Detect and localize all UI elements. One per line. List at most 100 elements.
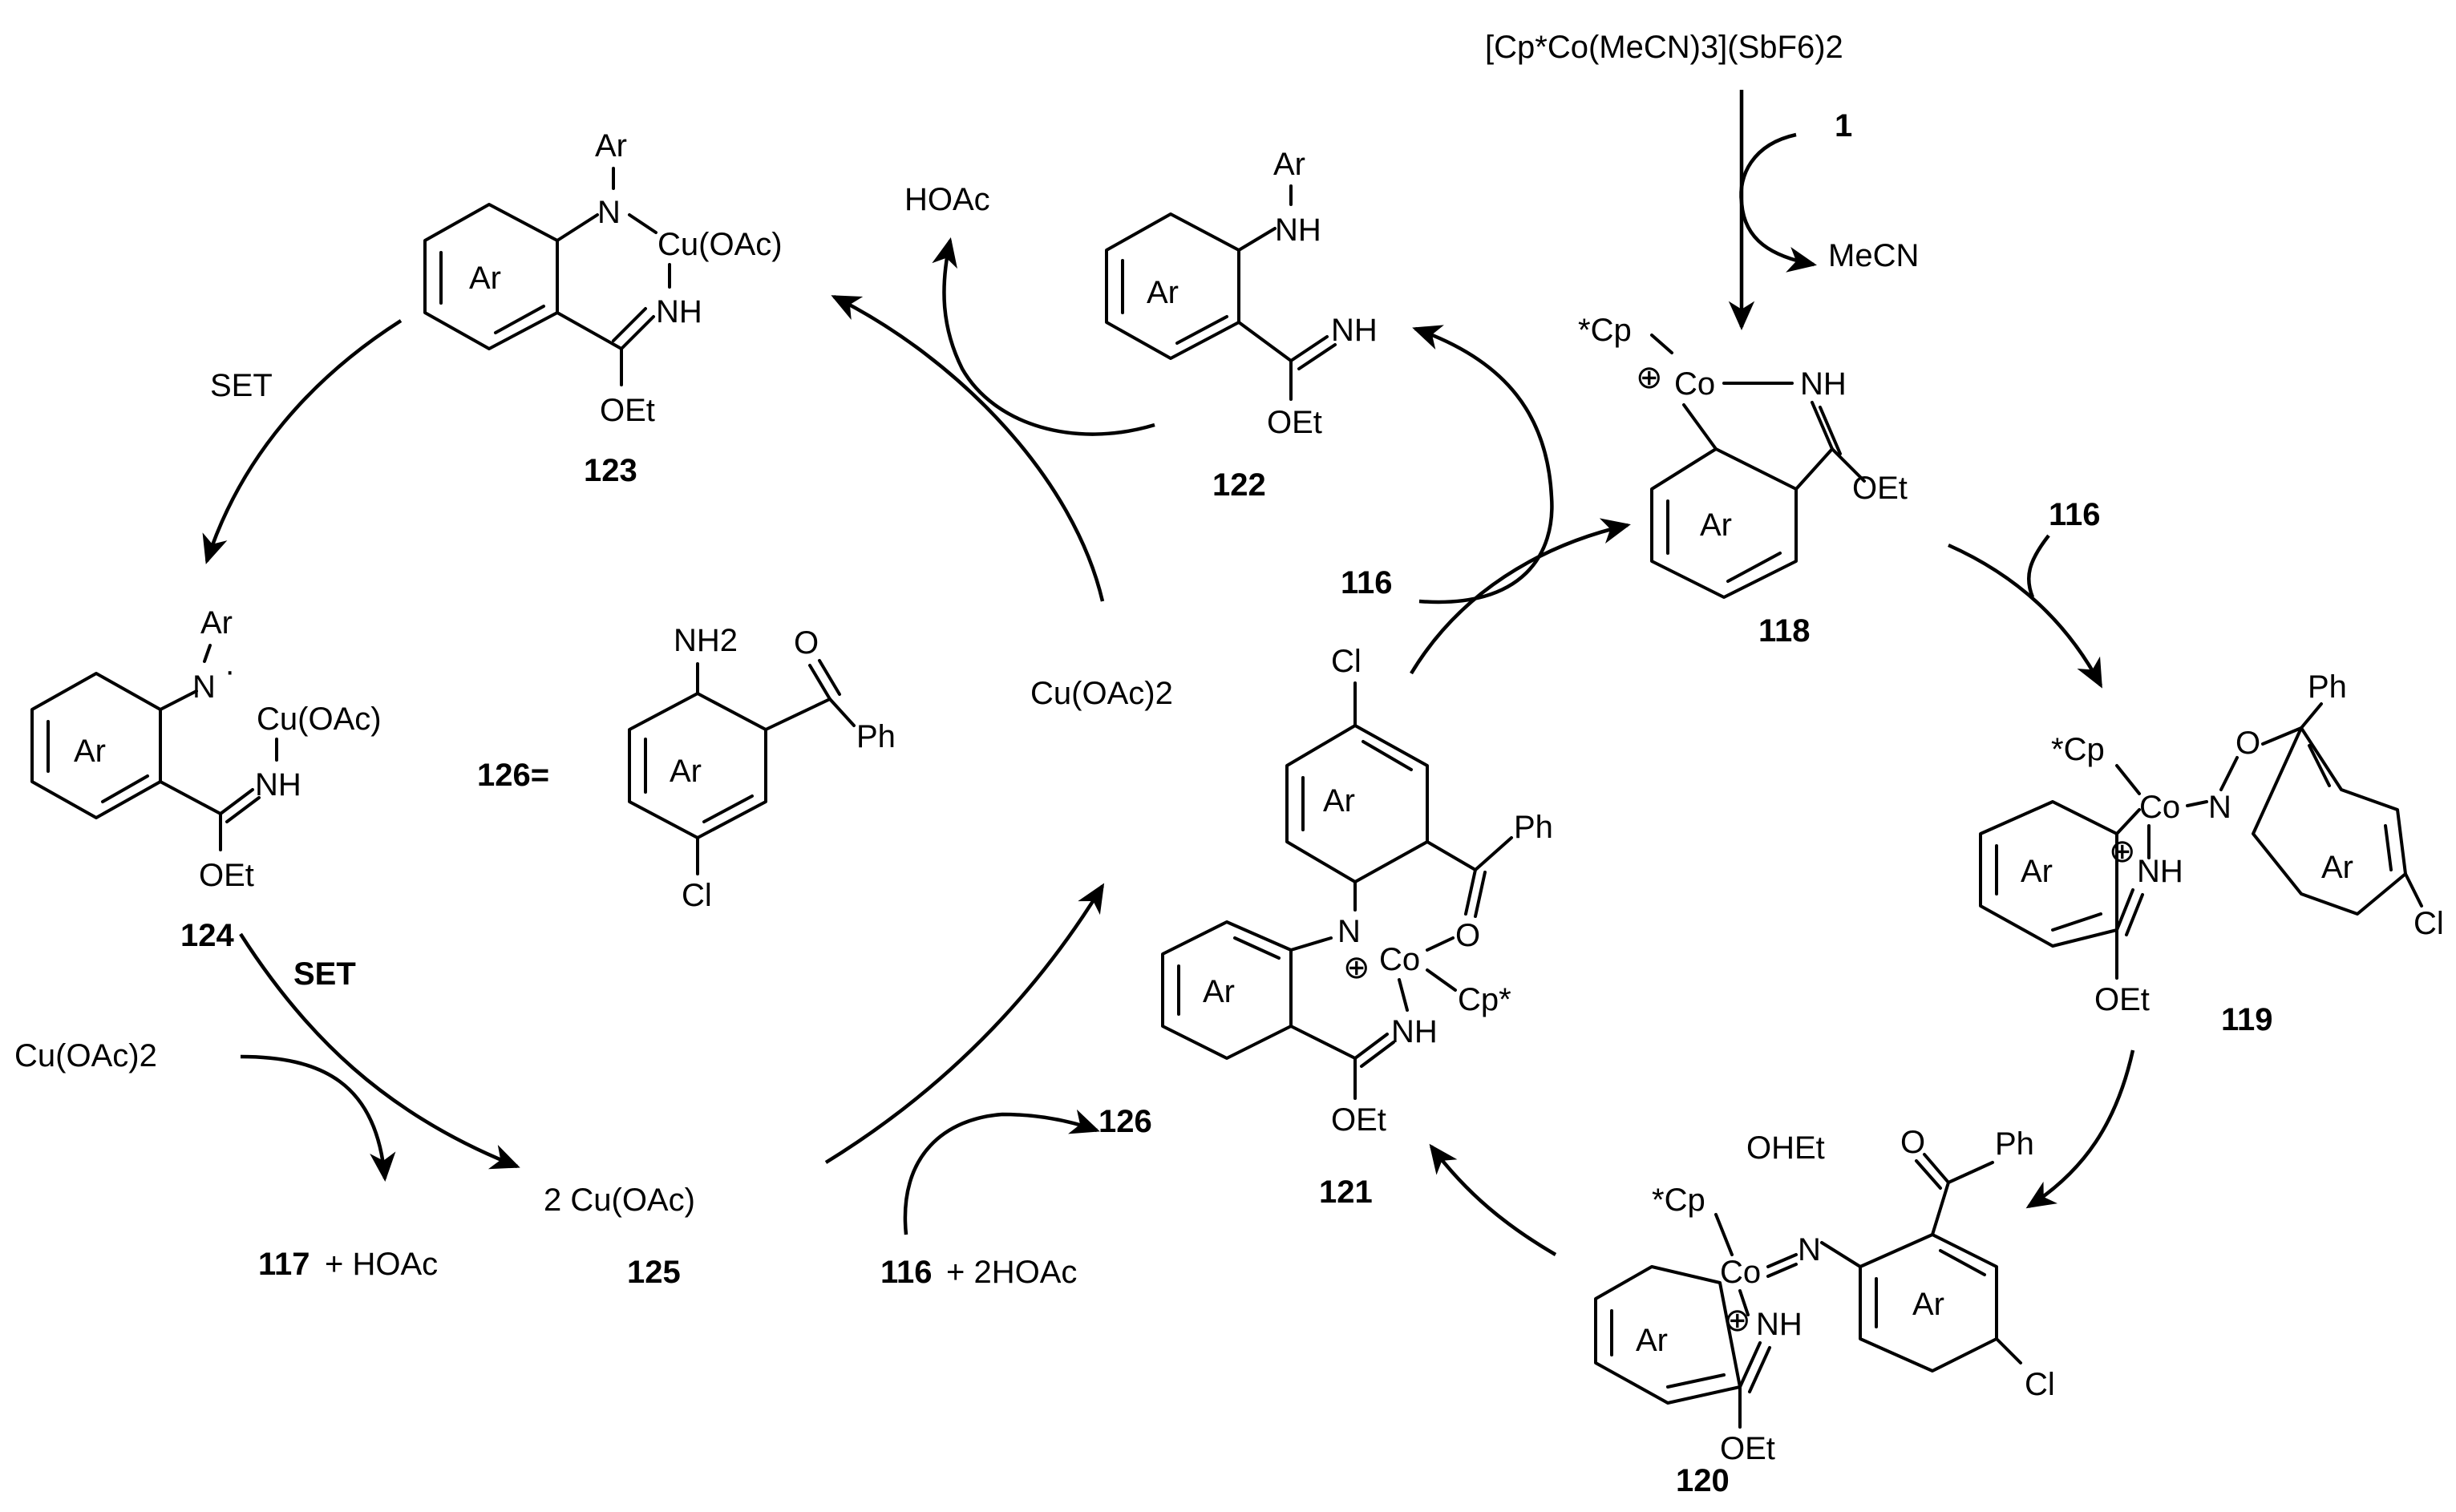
ring-label: Ar [1147, 275, 1179, 310]
amine-nh-label: NH [1275, 212, 1321, 248]
ring-label: Ar [1323, 783, 1355, 819]
nh-label: NH [1391, 1014, 1438, 1049]
arrow-cuoac2-to-123 [831, 294, 1105, 602]
aryl-label: Ar [595, 128, 627, 164]
compound-id-121: 121 [1319, 1174, 1373, 1210]
amido-n-label: N [597, 195, 621, 230]
product-126-label: 126 [1099, 1104, 1152, 1139]
cp-ligand-label: *Cp [1652, 1183, 1705, 1218]
amido-n-label: N [1337, 914, 1361, 949]
nh-label: NH [656, 294, 702, 329]
compound-id-120: 120 [1676, 1463, 1730, 1498]
nh-label: NH [1756, 1307, 1803, 1342]
carbonyl-o-label: O [794, 625, 819, 661]
copper-label: Cu(OAc) [257, 701, 382, 737]
compound-label-1: 1 [1835, 108, 1852, 144]
carbonyl-o-label: O [1900, 1125, 1925, 1160]
radical-dot-icon: · [225, 653, 235, 689]
ring-label: Ar [1636, 1323, 1668, 1358]
copper-label: Cu(OAc) [657, 227, 783, 262]
nh-label: NH [1800, 366, 1847, 402]
arrow-118-to-119 [1948, 543, 2102, 689]
hoac-release-arrow [932, 237, 1155, 436]
cation-charge-icon: ⊕ [1343, 950, 1370, 985]
ring-label: Ar [2021, 854, 2053, 889]
chloro-label: Cl [1331, 644, 1362, 679]
cobalt-label: Co [1674, 366, 1715, 402]
cu-oac2-center-label: Cu(OAc)2 [1030, 676, 1173, 711]
oet-label: OEt [1331, 1102, 1386, 1138]
isoxazole-n-label: N [2208, 790, 2231, 825]
oet-label: OEt [1852, 471, 1908, 506]
compound-id-124: 124 [180, 918, 234, 953]
phenyl-label: Ph [2308, 669, 2347, 705]
compound-124: Ar N · Cu(OAc) NH Ar OEt 124 [30, 605, 382, 953]
compound-id-123: 123 [584, 453, 637, 488]
compound-122: Ar NH Ar NH OEt 122 [1105, 147, 1378, 503]
reagent-116-top: 116 [1341, 565, 1393, 600]
arrow-121-to-118 [1410, 518, 1631, 675]
cation-charge-icon: ⊕ [1636, 360, 1663, 395]
mecn-label: MeCN [1828, 238, 1919, 273]
ethanol-label: OHEt [1746, 1130, 1825, 1166]
ring-label: Ar [74, 734, 106, 769]
cobalt-label: Co [1720, 1255, 1761, 1290]
amido-n-label: N [192, 669, 216, 705]
compound-123: Ar N Cu(OAc) NH OEt Ar 123 [423, 128, 783, 488]
product-117-label: 117 [258, 1247, 310, 1282]
compound-119: *Cp Co N O Ph Cl Ar ⊕ NH OEt Ar 119 [1979, 669, 2444, 1037]
aryl-label: Ar [200, 605, 233, 641]
product-126-release-arrow [903, 1109, 1100, 1235]
arrow-124-to-125 [239, 932, 520, 1170]
arrow-119-to-120 [2025, 1049, 2135, 1209]
compound-id-119: 119 [2221, 1002, 2273, 1037]
oet-label: OEt [1267, 405, 1322, 440]
product-122-release-arrow [1412, 325, 1554, 604]
ring-label: Ar [469, 261, 501, 296]
aryl-label: Ar [1273, 147, 1305, 182]
phenyl-label: Ph [1995, 1126, 2034, 1162]
compound-121: Cl Ar Ph O N Co ⊕ Cp* NH Ar OEt 121 [1161, 644, 1553, 1210]
carbonyl-o-label: O [1455, 918, 1480, 953]
cu-oac-label: 2 Cu(OAc) [544, 1183, 695, 1218]
amine-nh2-label: NH2 [674, 623, 738, 658]
compound-118: *Cp ⊕ Co NH OEt Ar 118 [1578, 313, 1908, 649]
cp-ligand-label: Cp* [1458, 982, 1511, 1017]
ring-label: Ar [2321, 850, 2353, 885]
compound-id-125: 125 [627, 1255, 681, 1290]
compound-120: *Cp Co N OHEt Ar O Ph Cl ⊕ NH OEt Ar 120 [1594, 1125, 2055, 1498]
isoxazole-o-label: O [2235, 726, 2260, 761]
oet-label: OEt [199, 858, 254, 893]
cuoac2-in-hook [240, 1054, 396, 1183]
set-label-1: SET [210, 368, 273, 403]
compound-id-118: 118 [1758, 613, 1811, 649]
cobalt-label: Co [1379, 942, 1420, 977]
cp-ligand-label: *Cp [1578, 313, 1632, 348]
cobalt-label: Co [2139, 790, 2180, 825]
chloro-label: Cl [682, 878, 712, 913]
catalyst-activation: [Cp*Co(MeCN)3](SbF6)2 1 MeCN [1485, 30, 1919, 331]
compound-id-122: 122 [1212, 467, 1266, 503]
cycle-arrows: 116 116 116 + 2HOAc 126 HOAc Cu(OAc)2 SE… [14, 182, 2135, 1290]
imine-nh-label: NH [1331, 313, 1378, 348]
oet-label: OEt [1720, 1431, 1775, 1466]
two-hoac-label: + 2HOAc [946, 1255, 1077, 1290]
cation-charge-icon: ⊕ [2109, 834, 2136, 869]
hoac-label-top: HOAc [904, 182, 990, 217]
arrow-125-to-cuoac2 [824, 883, 1105, 1164]
phenyl-label: Ph [856, 719, 896, 754]
compound-126-equals-label: 126= [477, 758, 549, 793]
ring-label: Ar [1700, 507, 1732, 543]
cp-ligand-label: *Cp [2051, 732, 2105, 767]
reagent-in-hook [1739, 132, 1797, 203]
ring-label: Ar [1203, 974, 1235, 1009]
nh-label: NH [2137, 854, 2183, 889]
reagent-116-right: 116 [2049, 497, 2101, 532]
oet-label: OEt [600, 393, 655, 428]
cu-oac2-left-label: Cu(OAc)2 [14, 1038, 157, 1073]
arrow-123-to-124 [202, 319, 403, 564]
catalyst-precursor: [Cp*Co(MeCN)3](SbF6)2 [1485, 30, 1843, 65]
arrow-120-to-121 [1429, 1143, 1557, 1256]
reagent-116-bottom: 116 [880, 1255, 933, 1290]
